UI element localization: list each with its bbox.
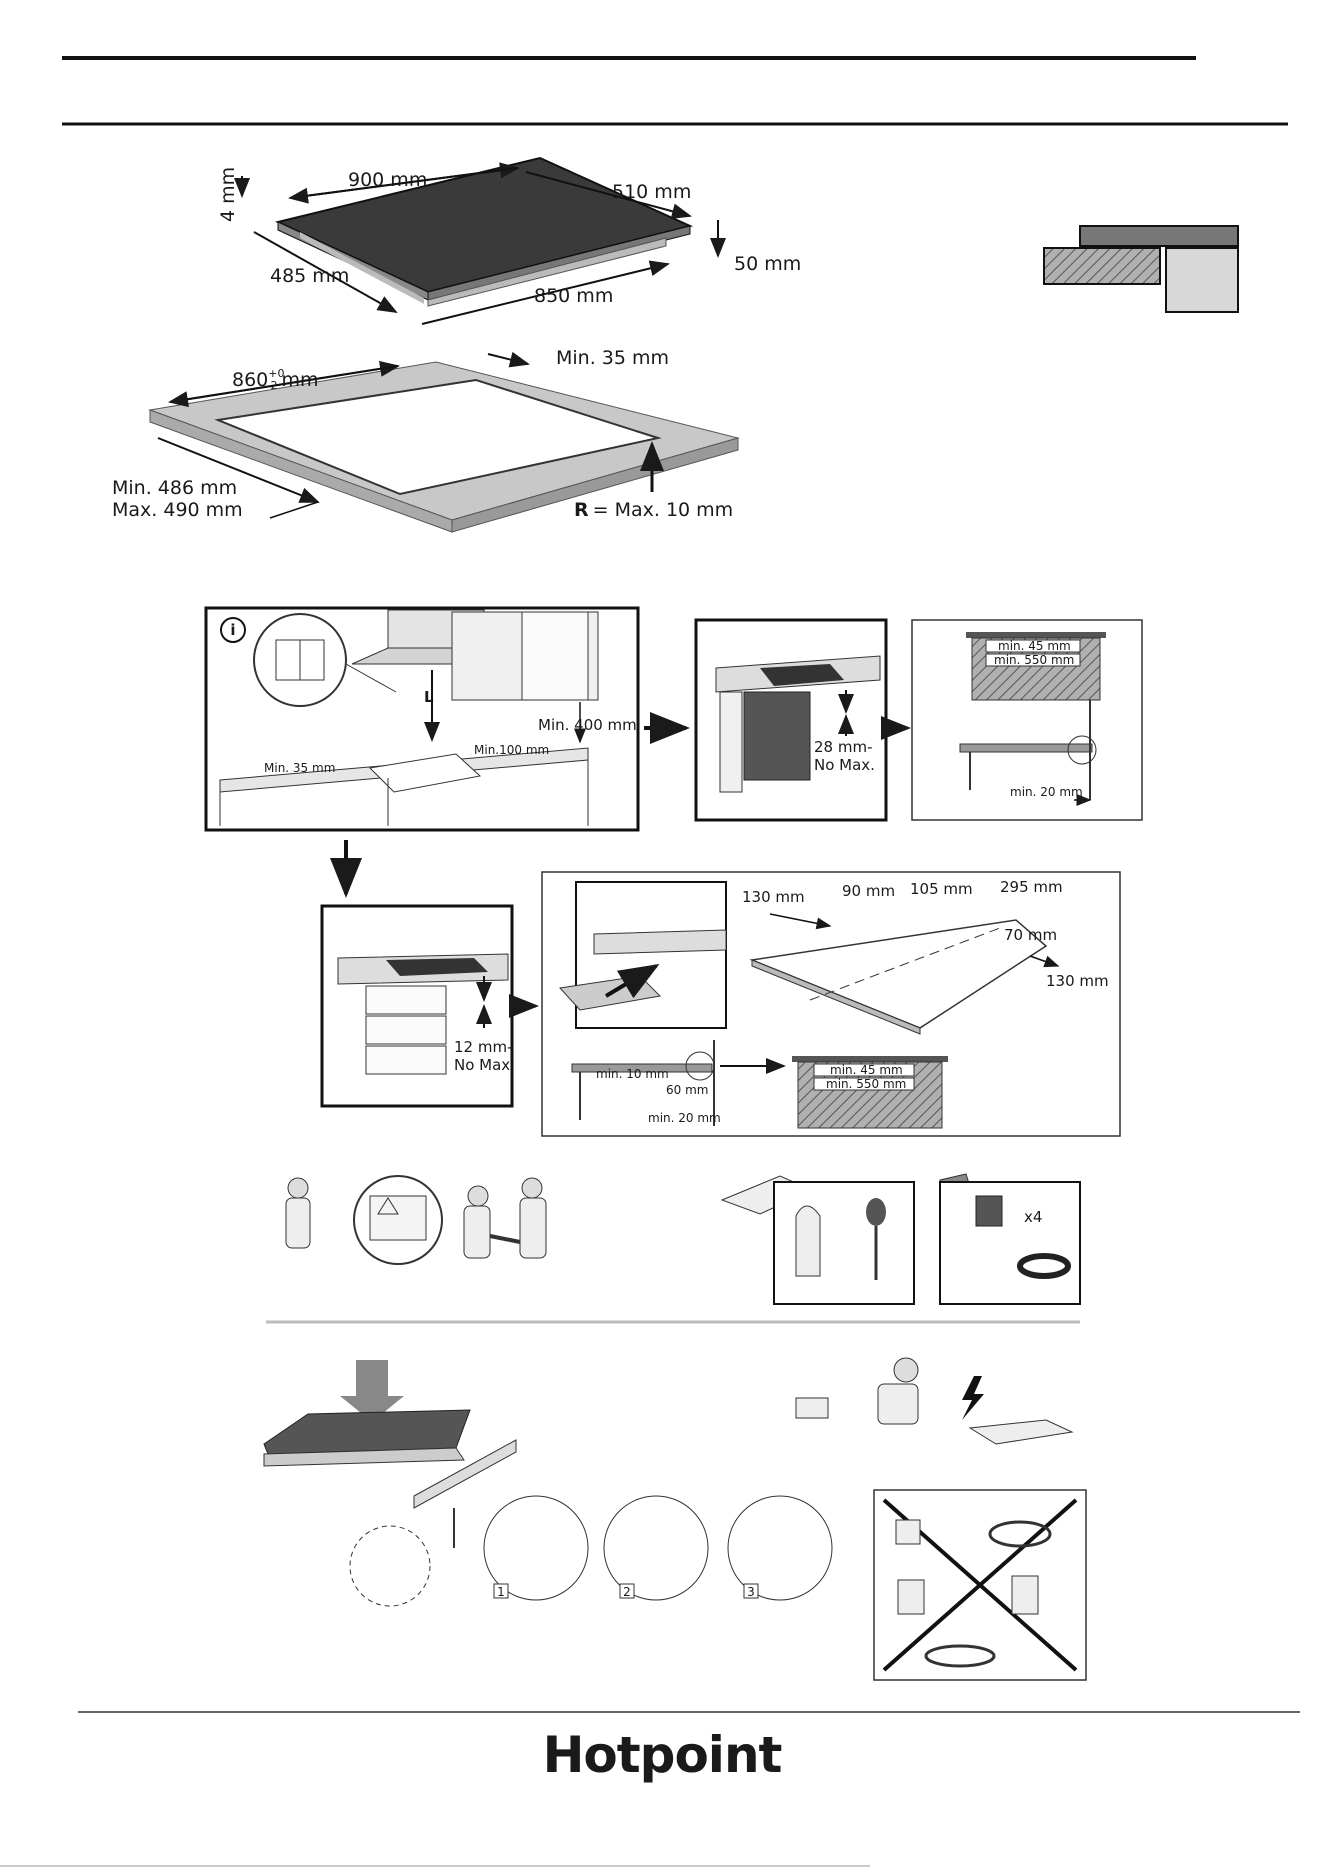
info-icon: i <box>230 621 235 639</box>
board-min-10: min. 10 mm <box>596 1067 669 1081</box>
board-70: 70 mm <box>1004 926 1057 944</box>
step-1-label: 1 <box>497 1585 505 1599</box>
step-2-label: 2 <box>623 1585 631 1599</box>
no-extension-warning <box>873 1489 1087 1681</box>
oven-gap-line2: No Max. <box>814 756 875 774</box>
cutout-radius: R= Max. 10 mm <box>574 499 733 521</box>
board-130b: 130 mm <box>1046 972 1109 990</box>
brand-logo: Hotpoint <box>543 1726 782 1784</box>
edge-profile-diagram <box>1043 225 1239 313</box>
drawer-gap-line2: No Max. <box>454 1056 515 1074</box>
hood-min-35: Min. 35 mm <box>264 761 335 775</box>
dim-depth: 510 mm <box>612 181 691 203</box>
dim-height: 50 mm <box>734 253 801 275</box>
board-90: 90 mm <box>842 882 895 900</box>
electrician-figure <box>795 1357 1074 1445</box>
dim-width: 900 mm <box>348 169 427 191</box>
panel-ventilation <box>911 619 1143 821</box>
dim-inner-depth: 485 mm <box>270 265 349 287</box>
dim-thickness: 4 mm <box>217 167 239 222</box>
oven-gap-line1: 28 mm- <box>814 738 873 756</box>
safety-figures <box>285 1175 547 1265</box>
hob-dimension-diagram <box>234 156 726 325</box>
hood-min-100: Min.100 mm <box>474 743 549 757</box>
step-3-label: 3 <box>747 1585 755 1599</box>
drawer-gap-line1: 12 mm- <box>454 1038 513 1056</box>
panel-hood-clearance <box>204 606 640 832</box>
tools-box <box>720 1175 915 1305</box>
bracket-steps <box>349 1495 833 1607</box>
panel-drawer-gap <box>320 904 514 1108</box>
worktop-cutout-diagram <box>148 351 740 533</box>
board-min-45: min. 45 mm <box>830 1063 903 1077</box>
cutout-depth-max: Max. 490 mm <box>112 499 243 521</box>
vent-min-20: min. 20 mm <box>1010 785 1083 799</box>
panel-oven-gap <box>694 618 888 822</box>
hob-placement <box>263 1360 517 1548</box>
board-min-20: min. 20 mm <box>648 1111 721 1125</box>
board-min-550: min. 550 mm <box>826 1077 906 1091</box>
bracket-count: x4 <box>1024 1208 1042 1226</box>
board-295: 295 mm <box>1000 878 1063 896</box>
board-60: 60 mm <box>666 1083 708 1097</box>
hood-distance-label: L <box>424 688 434 706</box>
board-130: 130 mm <box>742 888 805 906</box>
vent-min-550: min. 550 mm <box>994 653 1074 667</box>
panel-separation-board <box>541 871 1121 1137</box>
hood-min-400: Min. 400 mm <box>538 716 637 734</box>
accessory-kit <box>939 1173 1081 1305</box>
cutout-depth-min: Min. 486 mm <box>112 477 237 499</box>
vent-min-45: min. 45 mm <box>998 639 1071 653</box>
cutout-min-edge: Min. 35 mm <box>556 347 669 369</box>
dim-inner-width: 850 mm <box>534 285 613 307</box>
board-105: 105 mm <box>910 880 973 898</box>
